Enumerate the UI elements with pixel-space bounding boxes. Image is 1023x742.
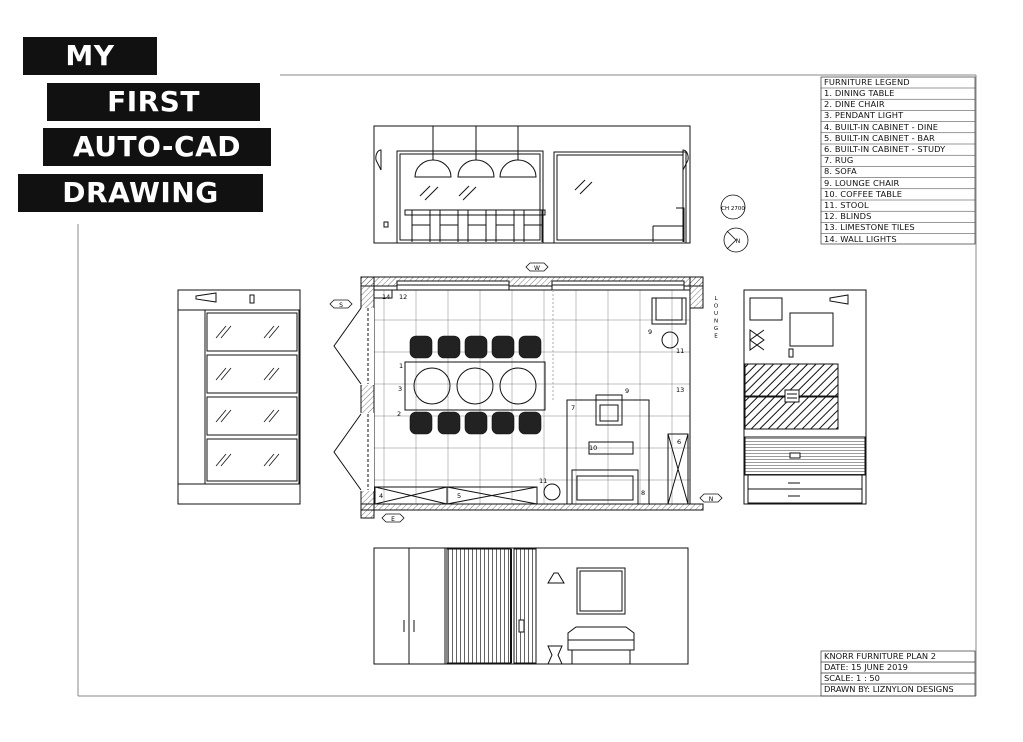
glass-reflection-line — [268, 367, 280, 381]
dining-chair — [491, 335, 515, 359]
main-floor-plan — [333, 276, 704, 519]
title-line-3: AUTO-CAD — [43, 128, 271, 166]
legend-table — [820, 76, 976, 245]
view-markers — [329, 262, 723, 523]
lounge-label-letter: L — [714, 296, 718, 302]
glass-reflection-line — [220, 325, 232, 339]
legend-heading: FURNITURE LEGEND — [824, 77, 910, 87]
north-arrow — [723, 227, 749, 253]
plan-label-13: 13 — [676, 386, 684, 394]
plan-label-11b: 11 — [676, 347, 684, 355]
ceiling-height-marker — [720, 194, 746, 220]
legend-item: 11. STOOL — [824, 200, 869, 210]
plan-number-labels: 1 2 3 4 5 6 7 8 9 9 10 11 11 12 13 14 — [379, 293, 684, 500]
legend-item: 9. LOUNGE CHAIR — [824, 177, 900, 188]
glass-reflection-line — [268, 409, 280, 423]
glass-reflection-line — [263, 409, 275, 423]
glass-reflection-line — [215, 367, 227, 381]
legend-item: 7. RUG — [824, 155, 854, 166]
glass-reflection-line — [215, 409, 227, 423]
glass-reflection-line — [220, 453, 232, 467]
elevation-dining-chair — [495, 210, 515, 242]
lounge-label: LOUNGE — [714, 296, 719, 340]
title-line-1: MY — [23, 37, 157, 75]
elevation-dining-chair — [411, 210, 431, 242]
glass-reflection-line — [220, 367, 232, 381]
legend-item: 10. COFFEE TABLE — [824, 188, 903, 199]
view-marker-north: N — [709, 496, 714, 503]
view-marker-east: E — [391, 516, 395, 523]
lounge-label-letter: G — [714, 326, 718, 332]
plan-label-6: 6 — [677, 438, 681, 446]
plan-label-4: 4 — [379, 492, 383, 500]
dining-chair — [518, 335, 542, 359]
glass-reflection-line — [268, 453, 280, 467]
legend-item: 8. SOFA — [824, 166, 857, 177]
left-elevation — [177, 289, 301, 505]
elevation-dining-chair — [467, 210, 487, 242]
plan-label-9: 9 — [625, 387, 629, 395]
glass-reflection-line — [263, 367, 275, 381]
plan-label-1: 1 — [399, 362, 403, 370]
plan-label-7: 7 — [571, 404, 575, 412]
right-elevation — [743, 289, 867, 505]
dining-chair — [518, 411, 542, 435]
legend-item: 1. DINING TABLE — [824, 88, 895, 98]
title-block-drawn-by: DRAWN BY: LIZNYLON DESIGNS — [824, 684, 954, 694]
legend-item: 2. DINE CHAIR — [824, 99, 885, 110]
glass-reflection-line — [215, 325, 227, 339]
view-marker-south: S — [339, 302, 343, 309]
north-arrow-label: N — [736, 238, 741, 245]
glass-reflection-line — [263, 325, 275, 339]
view-marker-west: W — [534, 265, 540, 272]
title-block-table — [820, 650, 976, 697]
dining-chair — [464, 411, 488, 435]
title-line-4: DRAWING — [18, 174, 263, 212]
plan-label-14: 14 — [382, 293, 390, 301]
plan-label-10: 10 — [589, 444, 597, 452]
legend-item: 12. BLINDS — [824, 211, 872, 222]
bottom-elevation — [373, 547, 689, 665]
plan-label-3: 3 — [398, 385, 402, 393]
legend-item: 13. LIMESTONE TILES — [824, 222, 915, 233]
dining-chair — [491, 411, 515, 435]
ceiling-height-label: CH 2700 — [721, 206, 745, 212]
elevation-dining-chair — [439, 210, 459, 242]
lounge-label-letter: O — [714, 304, 719, 310]
legend-item: 14. WALL LIGHTS — [824, 233, 897, 244]
title-block-date: DATE: 15 JUNE 2019 — [824, 662, 908, 672]
plan-label-9b: 9 — [648, 328, 652, 336]
dining-chair — [437, 335, 461, 359]
dining-chair — [464, 335, 488, 359]
plan-label-2: 2 — [397, 410, 401, 418]
glass-reflection-line — [263, 453, 275, 467]
title-block-project: KNORR FURNITURE PLAN 2 — [824, 651, 937, 661]
glass-reflection-line — [220, 409, 232, 423]
top-elevation — [373, 125, 691, 244]
lounge-label-letter: U — [714, 311, 718, 317]
dining-chair — [409, 411, 433, 435]
glass-reflection-line — [268, 325, 280, 339]
lounge-label-letter: E — [714, 334, 718, 340]
lounge-label-letter: N — [714, 319, 718, 325]
legend-item: 5. BUILT-IN CABINET - BAR — [824, 132, 935, 143]
glass-reflection-line — [215, 453, 227, 467]
title-line-2: FIRST — [47, 83, 260, 121]
legend-item: 4. BUILT-IN CABINET - DINE — [824, 121, 939, 132]
legend-item: 3. PENDANT LIGHT — [824, 110, 904, 121]
elevation-dining-chair — [523, 210, 543, 242]
plan-label-12: 12 — [399, 293, 407, 301]
legend-item: 6. BUILT-IN CABINET - STUDY — [824, 144, 946, 154]
title-block-scale: SCALE: 1 : 50 — [824, 673, 880, 683]
plan-label-11a: 11 — [539, 477, 547, 485]
plan-label-8: 8 — [641, 489, 645, 497]
plan-label-5: 5 — [457, 492, 461, 500]
dining-chair — [437, 411, 461, 435]
dining-chair — [409, 335, 433, 359]
